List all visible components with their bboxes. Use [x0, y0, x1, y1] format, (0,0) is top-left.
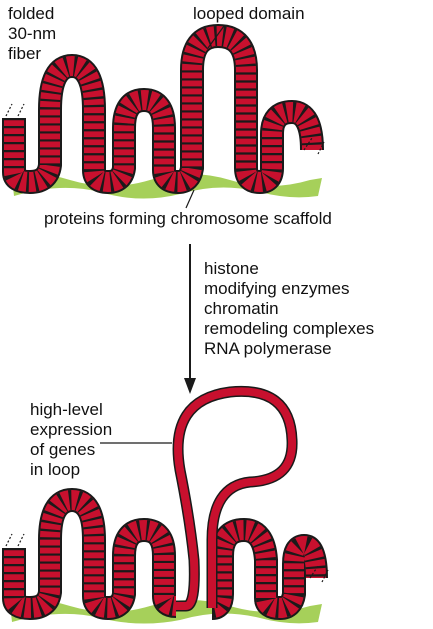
label-enzymes-line: remodeling complexes	[204, 319, 375, 338]
leader-scaffold	[185, 189, 195, 209]
label-enzymes-line: chromatin	[204, 299, 279, 318]
leader-looped-domain	[207, 25, 225, 49]
label-enzymes: histone modifying enzymes chromatin remo…	[204, 259, 374, 359]
process-arrow	[184, 244, 196, 394]
label-enzymes-line: RNA polymerase	[204, 339, 332, 358]
label-high-level-expression: high-level expression of genes in loop	[30, 400, 112, 480]
label-enzymes-line: histone	[204, 259, 259, 278]
label-chromosome-scaffold: proteins forming chromosome scaffold	[44, 209, 332, 228]
label-expression-line: expression	[30, 420, 113, 439]
label-expression-line: high-level	[30, 400, 103, 419]
label-expression-line: of genes	[30, 440, 96, 459]
folded-fiber-top	[2, 24, 325, 194]
label-folded-line: folded	[8, 4, 55, 23]
label-folded-line: 30-nm	[8, 24, 57, 43]
folded-fiber-bottom	[2, 385, 329, 620]
label-looped-domain: looped domain	[193, 4, 305, 23]
label-folded-fiber: folded 30-nm fiber	[8, 4, 56, 64]
label-expression-line: in loop	[30, 460, 81, 479]
label-enzymes-line: modifying enzymes	[204, 279, 350, 298]
label-folded-line: fiber	[8, 44, 42, 63]
